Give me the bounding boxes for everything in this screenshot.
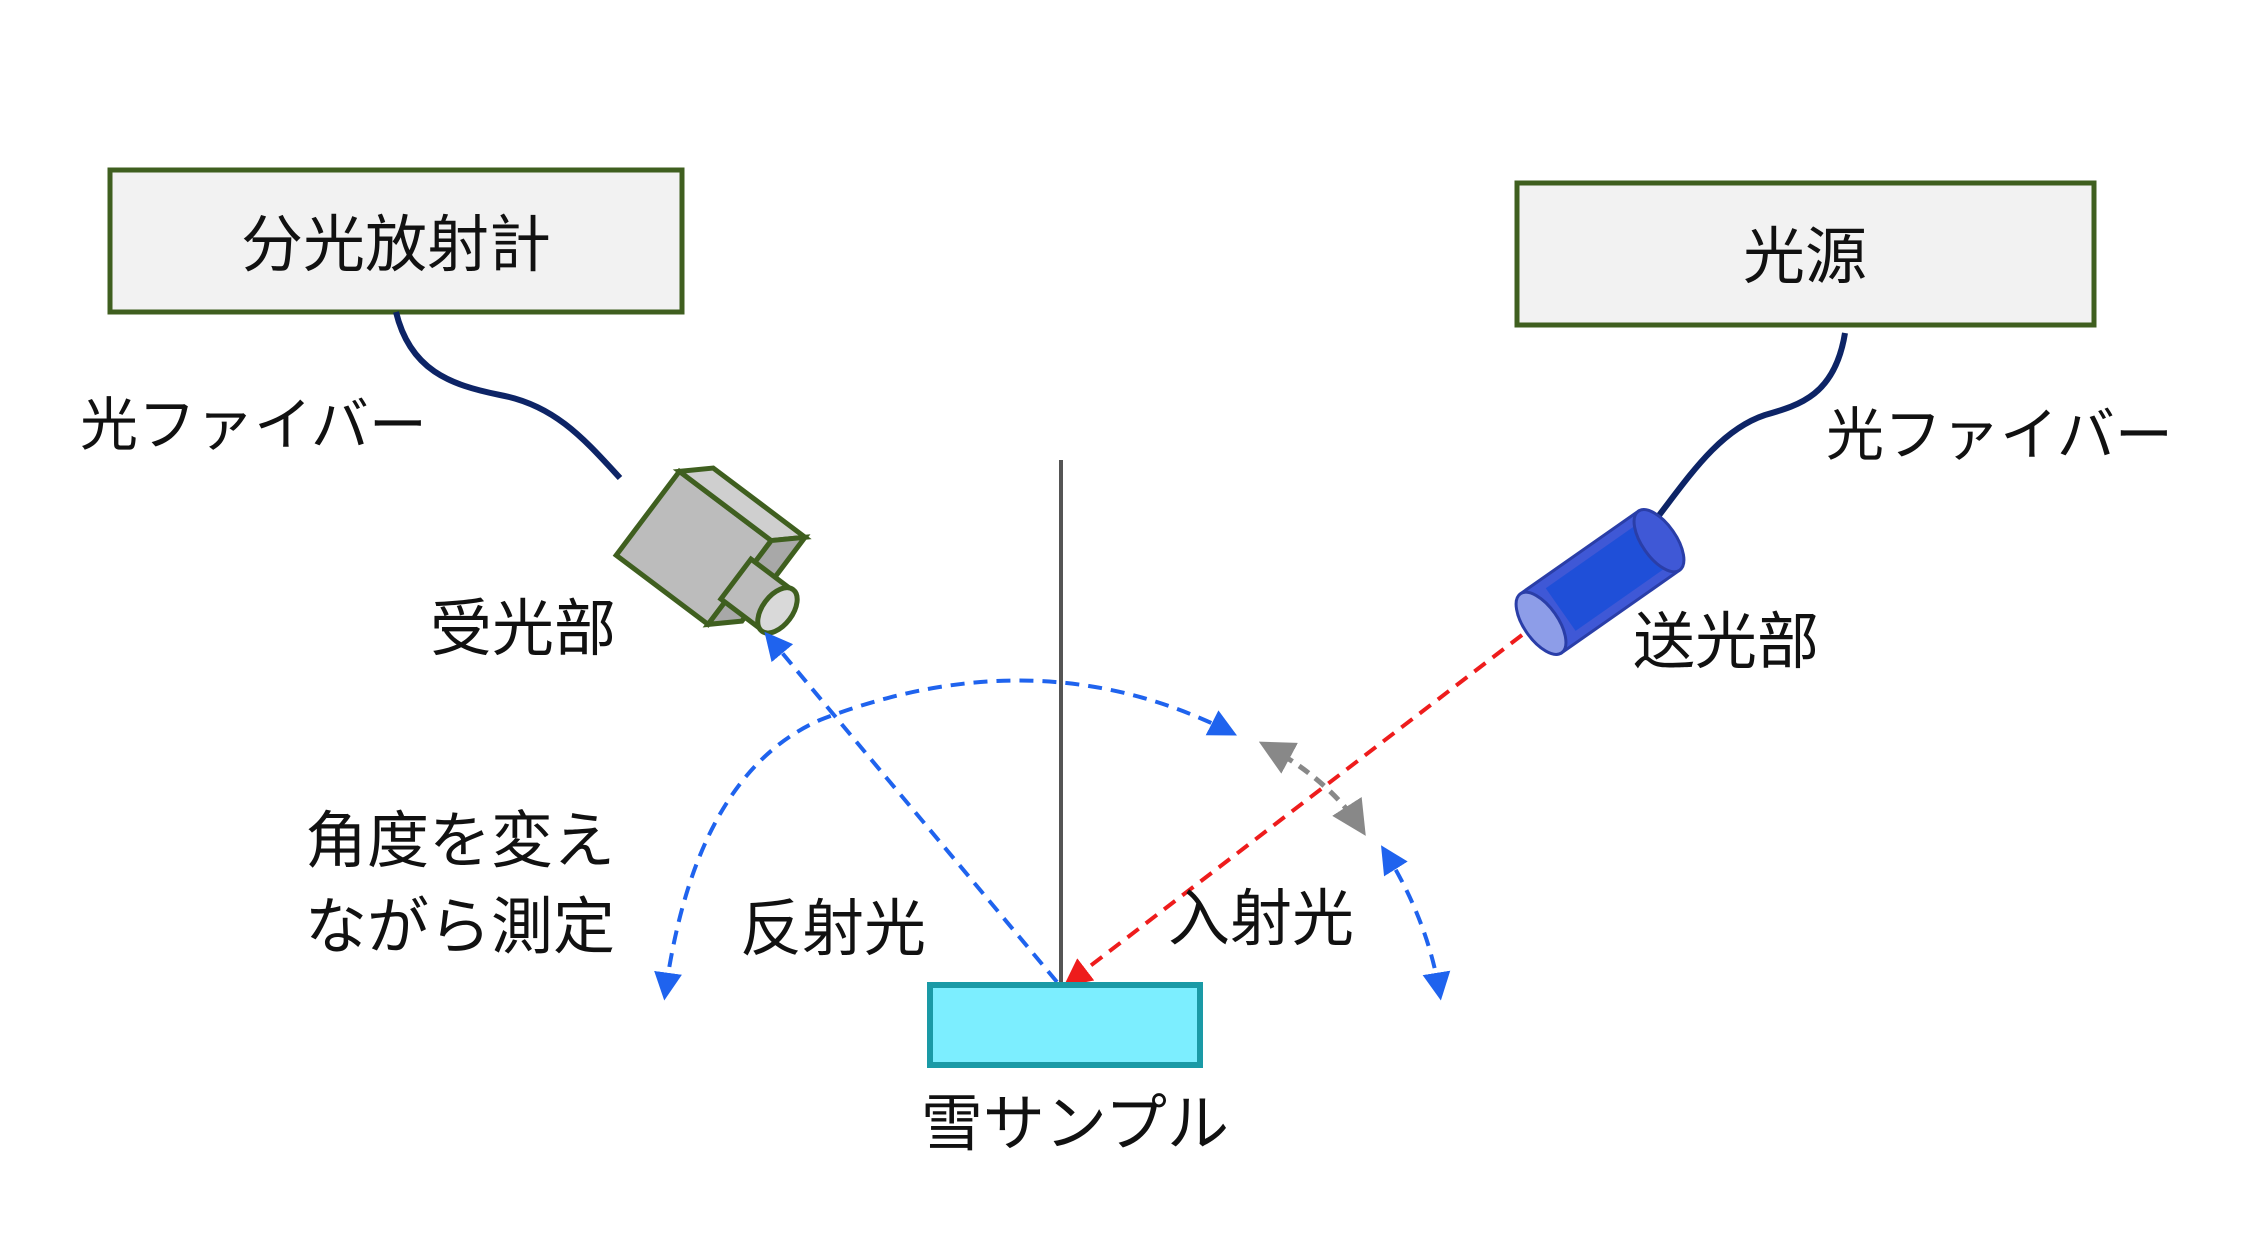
receiver-label: 受光部: [430, 592, 616, 665]
snow-sample-label: 雪サンプル: [921, 1087, 1229, 1160]
angle-arc-right: [1381, 845, 1451, 1001]
angle-arc-left: [654, 678, 1237, 1001]
optical-fiber-left: [393, 311, 623, 481]
incident-light-label: 入射光: [1168, 882, 1354, 955]
snow-sample: [927, 982, 1203, 1068]
light-source-label: 光源: [1743, 220, 1867, 293]
measure-note-line2: ながら測定: [305, 890, 615, 963]
measure-note-line1: 角度を変え: [305, 804, 615, 877]
reflected-ray: [764, 631, 1059, 984]
spectroradiometer-box: 分光放射計: [107, 167, 685, 315]
emitter-light-icon: [1514, 508, 1686, 656]
optical-fiber-right: [1654, 332, 1848, 520]
receiver-sensor-icon: [612, 465, 812, 636]
reflected-light-label: 反射光: [740, 892, 926, 965]
light-source-box: 光源: [1514, 180, 2097, 328]
incident-ray: [1063, 633, 1524, 987]
emitter-label: 送光部: [1633, 605, 1819, 678]
spectroradiometer-label: 分光放射計: [241, 208, 551, 281]
fiber-label-left: 光ファイバー: [80, 391, 427, 459]
fiber-label-right: 光ファイバー: [1826, 401, 2173, 469]
incidence-angle-marker: [1258, 741, 1366, 836]
